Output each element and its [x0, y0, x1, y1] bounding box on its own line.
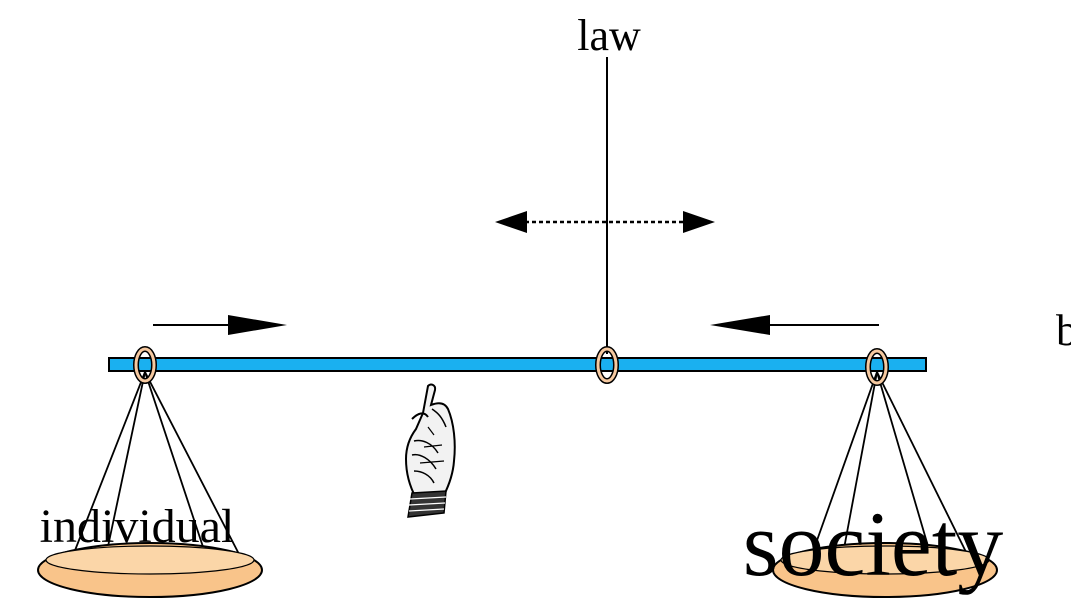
edge-label-cut: b	[1056, 306, 1071, 355]
individual-push-arrow	[153, 315, 287, 335]
left-pan	[37, 542, 263, 598]
left-pan-strings	[71, 371, 241, 571]
left-ring-fill	[134, 347, 156, 383]
law-shift-arrow	[495, 211, 715, 233]
balance-beam	[108, 357, 927, 372]
law-label: law	[577, 11, 641, 60]
right-pan	[772, 542, 998, 598]
right-pan-strings	[809, 371, 969, 571]
center-ring-fill	[596, 347, 618, 383]
right-ring-fill	[866, 349, 888, 385]
individual-label: individual	[40, 500, 235, 553]
society-label: society	[743, 493, 1004, 595]
pointing-hand-icon	[404, 383, 456, 518]
society-push-arrow	[710, 315, 879, 335]
